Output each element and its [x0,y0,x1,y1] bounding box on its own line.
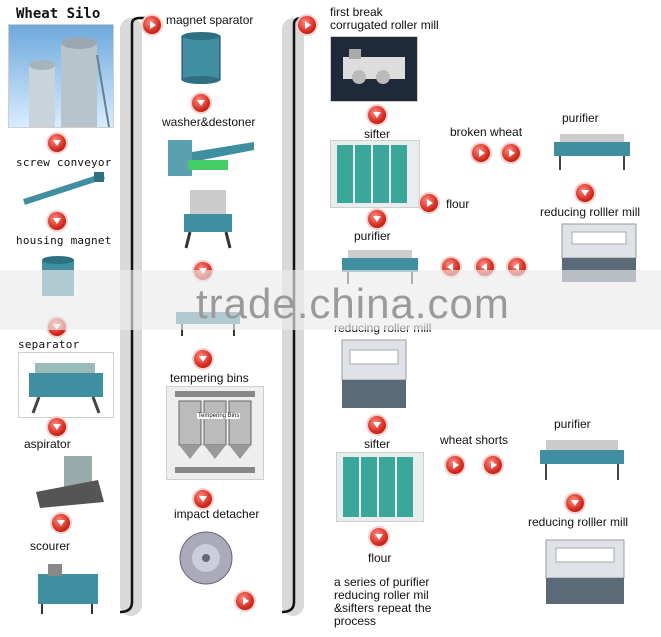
scourer-label: scourer [30,540,70,553]
impact-detacher-label: impact detacher [174,508,259,521]
magnet-separator-label: magnet sparator [166,14,253,27]
arrow-down-icon [52,514,70,532]
purifier-bottom-label: purifier [554,418,591,431]
arrow-down-icon [368,210,386,228]
first-break-label-2: corrugated roller mill [330,19,439,32]
wheat-shorts-label: wheat shorts [440,434,508,447]
flour-label-2: flour [368,552,391,565]
arrow-right-icon [484,456,502,474]
separator-label: separator [18,338,79,351]
arrow-down-icon [370,528,388,546]
reducing-roller-mill-bottom-label: reducing rolller mill [528,516,628,529]
arrow-right-icon [298,16,316,34]
sifter-image-2 [336,452,424,522]
purifier-top-image [550,128,634,172]
arrow-right-icon [446,456,464,474]
separator-image [18,352,114,418]
arrow-down-icon [566,494,584,512]
aspirator-label: aspirator [24,438,71,451]
purifier-label-1: purifier [354,230,391,243]
reducing-roller-mill-top-label: reducing rolller mill [540,206,640,219]
arrow-down-icon [48,212,66,230]
magnet-separator-image [176,30,226,86]
tempering-bins-label: tempering bins [170,372,249,385]
arrow-down-icon [194,490,212,508]
arrow-right-icon [236,592,254,610]
arrow-down-icon [48,134,66,152]
destoner-image [176,186,240,250]
aspirator-image [28,452,112,508]
broken-wheat-label: broken wheat [450,126,522,139]
corrugated-roller-mill-image [330,36,418,102]
page-title: Wheat Silo [16,6,100,22]
wheat-silo-image [8,24,114,128]
scourer-image [28,556,112,614]
impact-detacher-image [176,526,236,590]
purifier-top-label: purifier [562,112,599,125]
arrow-down-icon [368,106,386,124]
arrow-right-icon [502,144,520,162]
arrow-right-icon [472,144,490,162]
reducing-roller-mill-bottom-image [540,536,630,608]
purifier-bottom-image [536,434,628,482]
sifter-label-2: sifter [364,438,390,451]
tempering-bins-inner-label: Tempering Bins [197,413,240,419]
washer-destoner-label: washer&destoner [162,116,255,129]
reducing-roller-mill-image-mid [336,336,412,412]
arrow-down-icon [194,350,212,368]
arrow-right-icon [143,16,161,34]
arrow-down-icon [576,184,594,202]
sifter-image-1 [330,140,420,208]
arrow-down-icon [192,94,210,112]
arrow-down-icon [368,416,386,434]
washer-image [162,132,262,182]
arrow-down-icon [48,418,66,436]
screw-conveyor-image [16,168,112,208]
tempering-bins-diagram: Tempering Bins [166,386,264,480]
flour-label-1: flour [446,198,469,211]
housing-magnet-label: housing magnet [16,234,112,247]
arrow-right-icon [420,194,438,212]
series-note-line-4: process [334,615,376,628]
watermark-text: trade.china.com [196,280,510,328]
